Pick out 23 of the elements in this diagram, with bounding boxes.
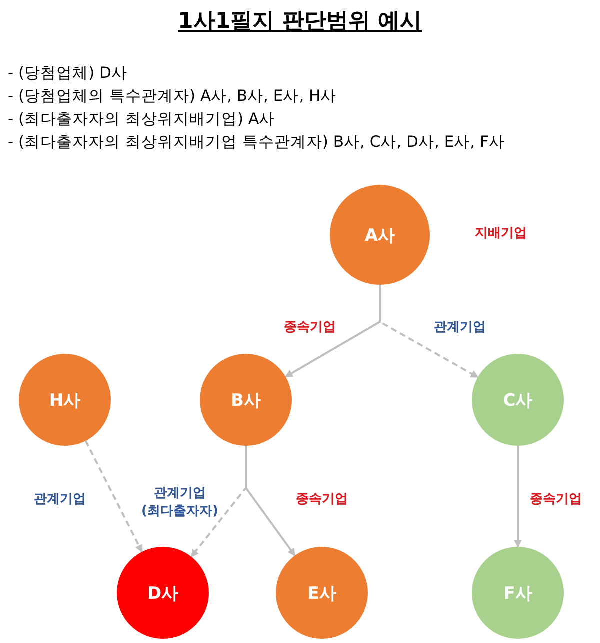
edge-label: 종속기업 <box>529 491 583 508</box>
dashed-arrow <box>379 285 479 378</box>
title: 1사1필지 판단범위 예시 <box>178 9 422 34</box>
role-label: 지배기업 <box>475 225 527 242</box>
company-name: B사 <box>231 390 261 412</box>
edge-label: 관계기업 <box>33 491 87 508</box>
list-item: - (최다출자자의 최상위지배기업 특수관계자) B사, C사, D사, E사, F사 <box>8 132 505 153</box>
edge-label: 종속기업 <box>295 491 349 508</box>
dashed-arrow <box>84 440 144 553</box>
edge-label: 관계기업 (최다출자자) <box>140 485 220 520</box>
edge-label: 관계기업 <box>433 319 487 336</box>
company-name: E사 <box>308 582 336 604</box>
list-item: - (최다출자자의 최상위지배기업) A사 <box>8 109 276 130</box>
arrow <box>514 446 522 548</box>
company-name: D사 <box>147 582 179 604</box>
edge-label: 종속기업 <box>283 319 337 336</box>
company-name: C사 <box>503 390 533 412</box>
list-item: - (당첨업체) D사 <box>8 63 128 84</box>
arrow <box>245 446 296 556</box>
company-name: H사 <box>49 390 81 412</box>
list-item: - (당첨업체의 특수관계자) A사, B사, E사, H사 <box>8 86 337 107</box>
company-name: F사 <box>504 582 532 604</box>
company-name: A사 <box>364 224 396 246</box>
